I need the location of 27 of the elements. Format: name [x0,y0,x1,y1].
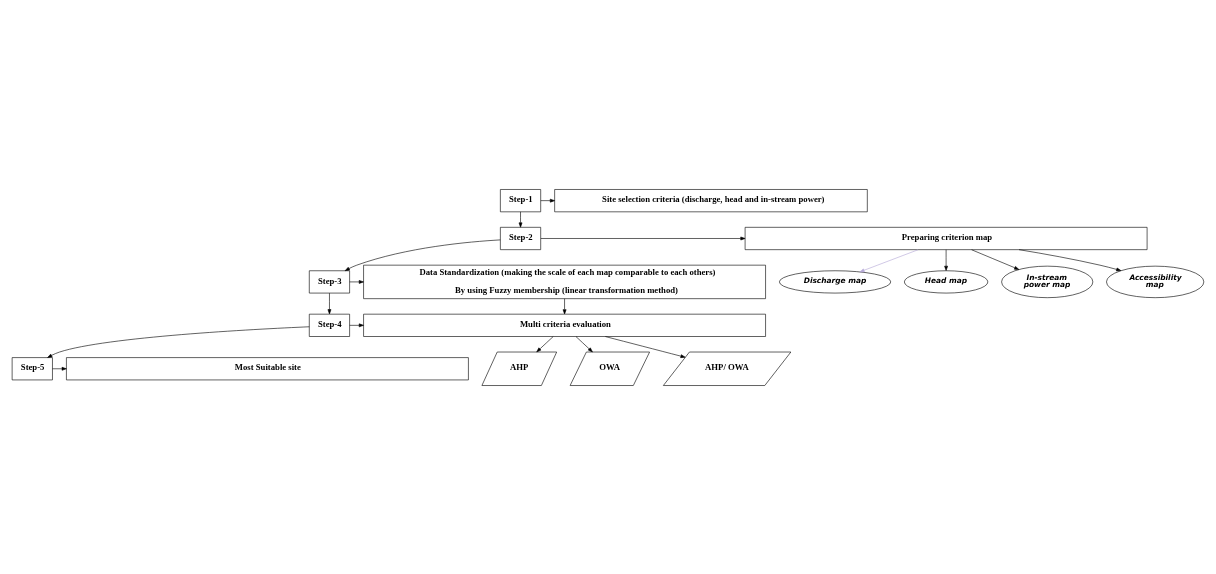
arrow [575,335,593,352]
node-box: Preparing criterion map [744,226,1148,250]
arrow [971,248,1020,270]
arrow [327,292,332,314]
arrow [605,335,686,358]
arrow [859,248,919,272]
node-box: Multi criteria evaluation [363,313,766,337]
arrow [540,236,746,240]
arrow [562,297,567,314]
node-box: Most Suitable site [66,356,469,380]
arrow [536,335,554,352]
node-box: Step-4 [309,313,350,337]
arrow [518,211,523,227]
arrow [344,239,501,271]
node-box: Step-5 [11,356,53,380]
arrow [349,323,364,327]
arrow [47,325,310,358]
arrow [1018,248,1122,271]
node-box: Step-3 [309,269,350,293]
arrow [349,279,364,284]
arrow [540,198,555,202]
arrow [52,366,67,371]
node-box: Site selection criteria (discharge, head and in-stream power) [554,188,868,212]
node-box: Data Standardization (making the scale of each map comparable to each others) By using Fuzzy membership (linear transformation method) [363,264,766,299]
arrow [944,248,948,271]
node-box: Step-1 [500,188,541,212]
node-box: Step-2 [500,226,541,250]
